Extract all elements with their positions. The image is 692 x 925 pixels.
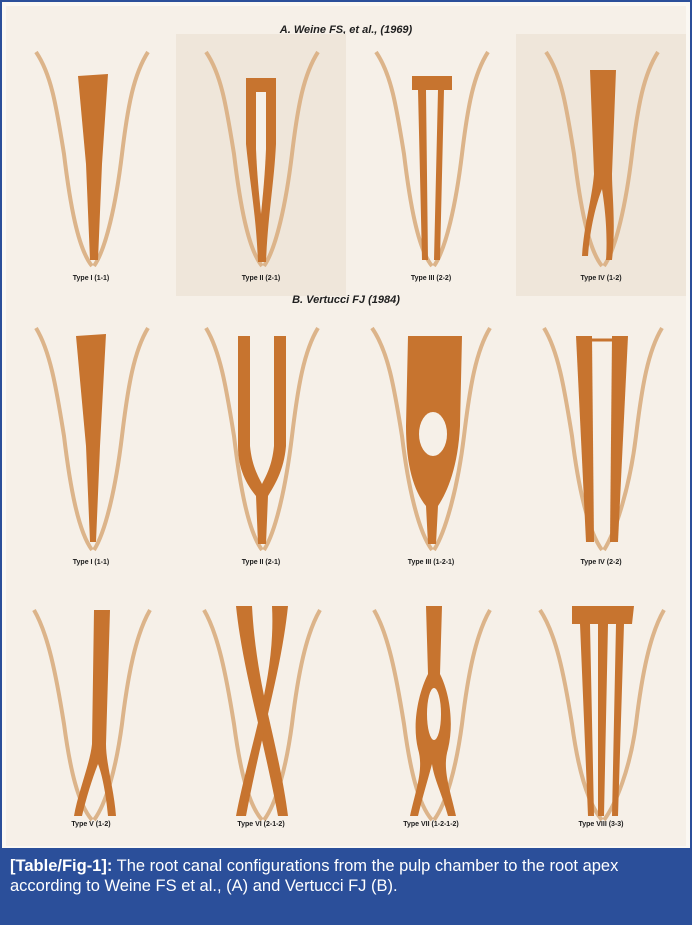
vertucci-type-7-panel: Type VII (1-2-1-2): [346, 584, 516, 846]
figure-caption: [Table/Fig-1]: The root canal configurat…: [0, 848, 692, 925]
weine-type-3-label: Type III (2-2): [346, 275, 516, 282]
vertucci-type-4-label: Type IV (2-2): [516, 559, 686, 566]
vertucci-type-6-panel: Type VI (2-1-2): [176, 584, 346, 846]
vertucci-type-8-drawing: [516, 584, 686, 824]
vertucci-type-8-label: Type VIII (3-3): [516, 821, 686, 828]
vertucci-type-7-drawing: [346, 584, 516, 824]
vertucci-type-4-panel: Type IV (2-2): [516, 306, 686, 578]
vertucci-type-7-label: Type VII (1-2-1-2): [346, 821, 516, 828]
vertucci-type-1-drawing: [6, 306, 176, 556]
weine-type-1-drawing: [6, 34, 176, 274]
figure-image: A. Weine FS, et al., (1969) Type I (1-1)…: [6, 6, 686, 846]
section-b-title: B. Vertucci FJ (1984): [6, 294, 686, 306]
vertucci-type-3-drawing: [346, 306, 516, 556]
vertucci-type-5-panel: Type V (1-2): [6, 584, 176, 846]
vertucci-type-2-drawing: [176, 306, 346, 556]
weine-type-1-label: Type I (1-1): [6, 275, 176, 282]
vertucci-type-1-label: Type I (1-1): [6, 559, 176, 566]
vertucci-type-2-label: Type II (2-1): [176, 559, 346, 566]
vertucci-type-8-panel: Type VIII (3-3): [516, 584, 686, 846]
vertucci-type-3-label: Type III (1-2-1): [346, 559, 516, 566]
figure-caption-label: [Table/Fig-1]:: [10, 857, 112, 875]
weine-type-4-label: Type IV (1-2): [516, 275, 686, 282]
weine-type-2-drawing: [176, 34, 346, 274]
weine-type-2-label: Type II (2-1): [176, 275, 346, 282]
weine-type-2-panel: Type II (2-1): [176, 34, 346, 296]
vertucci-type-3-panel: Type III (1-2-1): [346, 306, 516, 578]
weine-type-4-drawing: [516, 34, 686, 274]
weine-type-3-drawing: [346, 34, 516, 274]
weine-type-3-panel: Type III (2-2): [346, 34, 516, 296]
weine-type-1-panel: Type I (1-1): [6, 34, 176, 296]
vertucci-type-4-drawing: [516, 306, 686, 556]
vertucci-type-5-label: Type V (1-2): [6, 821, 176, 828]
weine-type-4-panel: Type IV (1-2): [516, 34, 686, 296]
vertucci-type-6-label: Type VI (2-1-2): [176, 821, 346, 828]
vertucci-type-5-drawing: [6, 584, 176, 824]
vertucci-type-6-drawing: [176, 584, 346, 824]
vertucci-type-1-panel: Type I (1-1): [6, 306, 176, 578]
vertucci-type-2-panel: Type II (2-1): [176, 306, 346, 578]
